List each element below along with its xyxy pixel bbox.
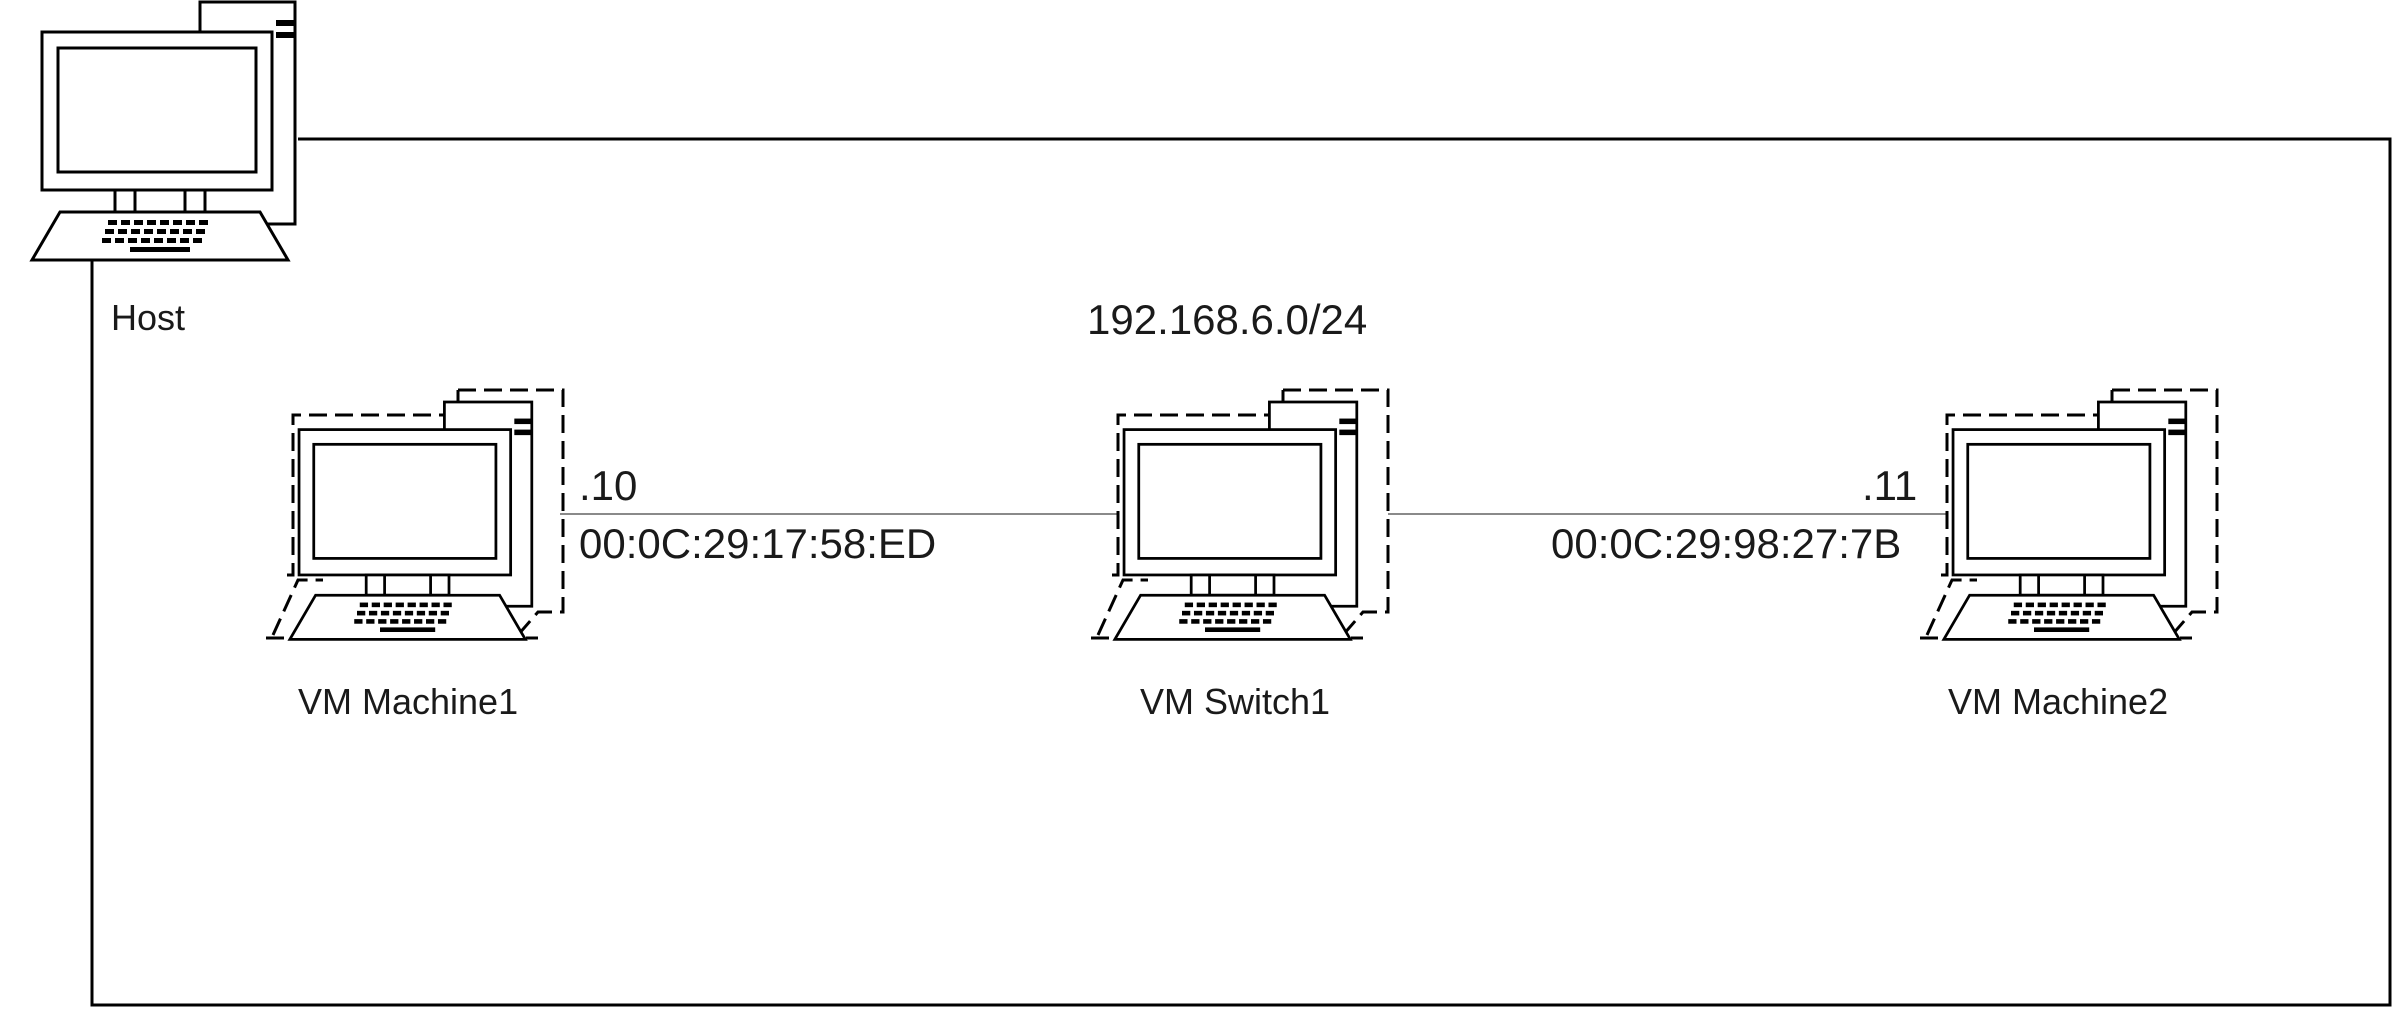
machine1-ip-label: .10: [579, 462, 638, 509]
host-label: Host: [111, 297, 186, 338]
switch1-name-label: VM Switch1: [1140, 681, 1331, 722]
machine1-name-label: VM Machine1: [298, 681, 519, 722]
machine1-mac-label: 00:0C:29:17:58:ED: [579, 520, 937, 567]
vm-switch1-icon: [1091, 388, 1390, 639]
vm-machine2-icon: [1920, 388, 2219, 639]
machine2-mac-label: 00:0C:29:98:27:7B: [1551, 520, 1902, 567]
vm-machine1-icon: [266, 388, 565, 639]
subnet-label: 192.168.6.0/24: [1087, 296, 1368, 343]
machine2-ip-label: .11: [1862, 462, 1918, 509]
host-computer-icon: [32, 2, 295, 260]
machine2-name-label: VM Machine2: [1948, 681, 2169, 722]
host-boundary-line: [90, 137, 2392, 1007]
